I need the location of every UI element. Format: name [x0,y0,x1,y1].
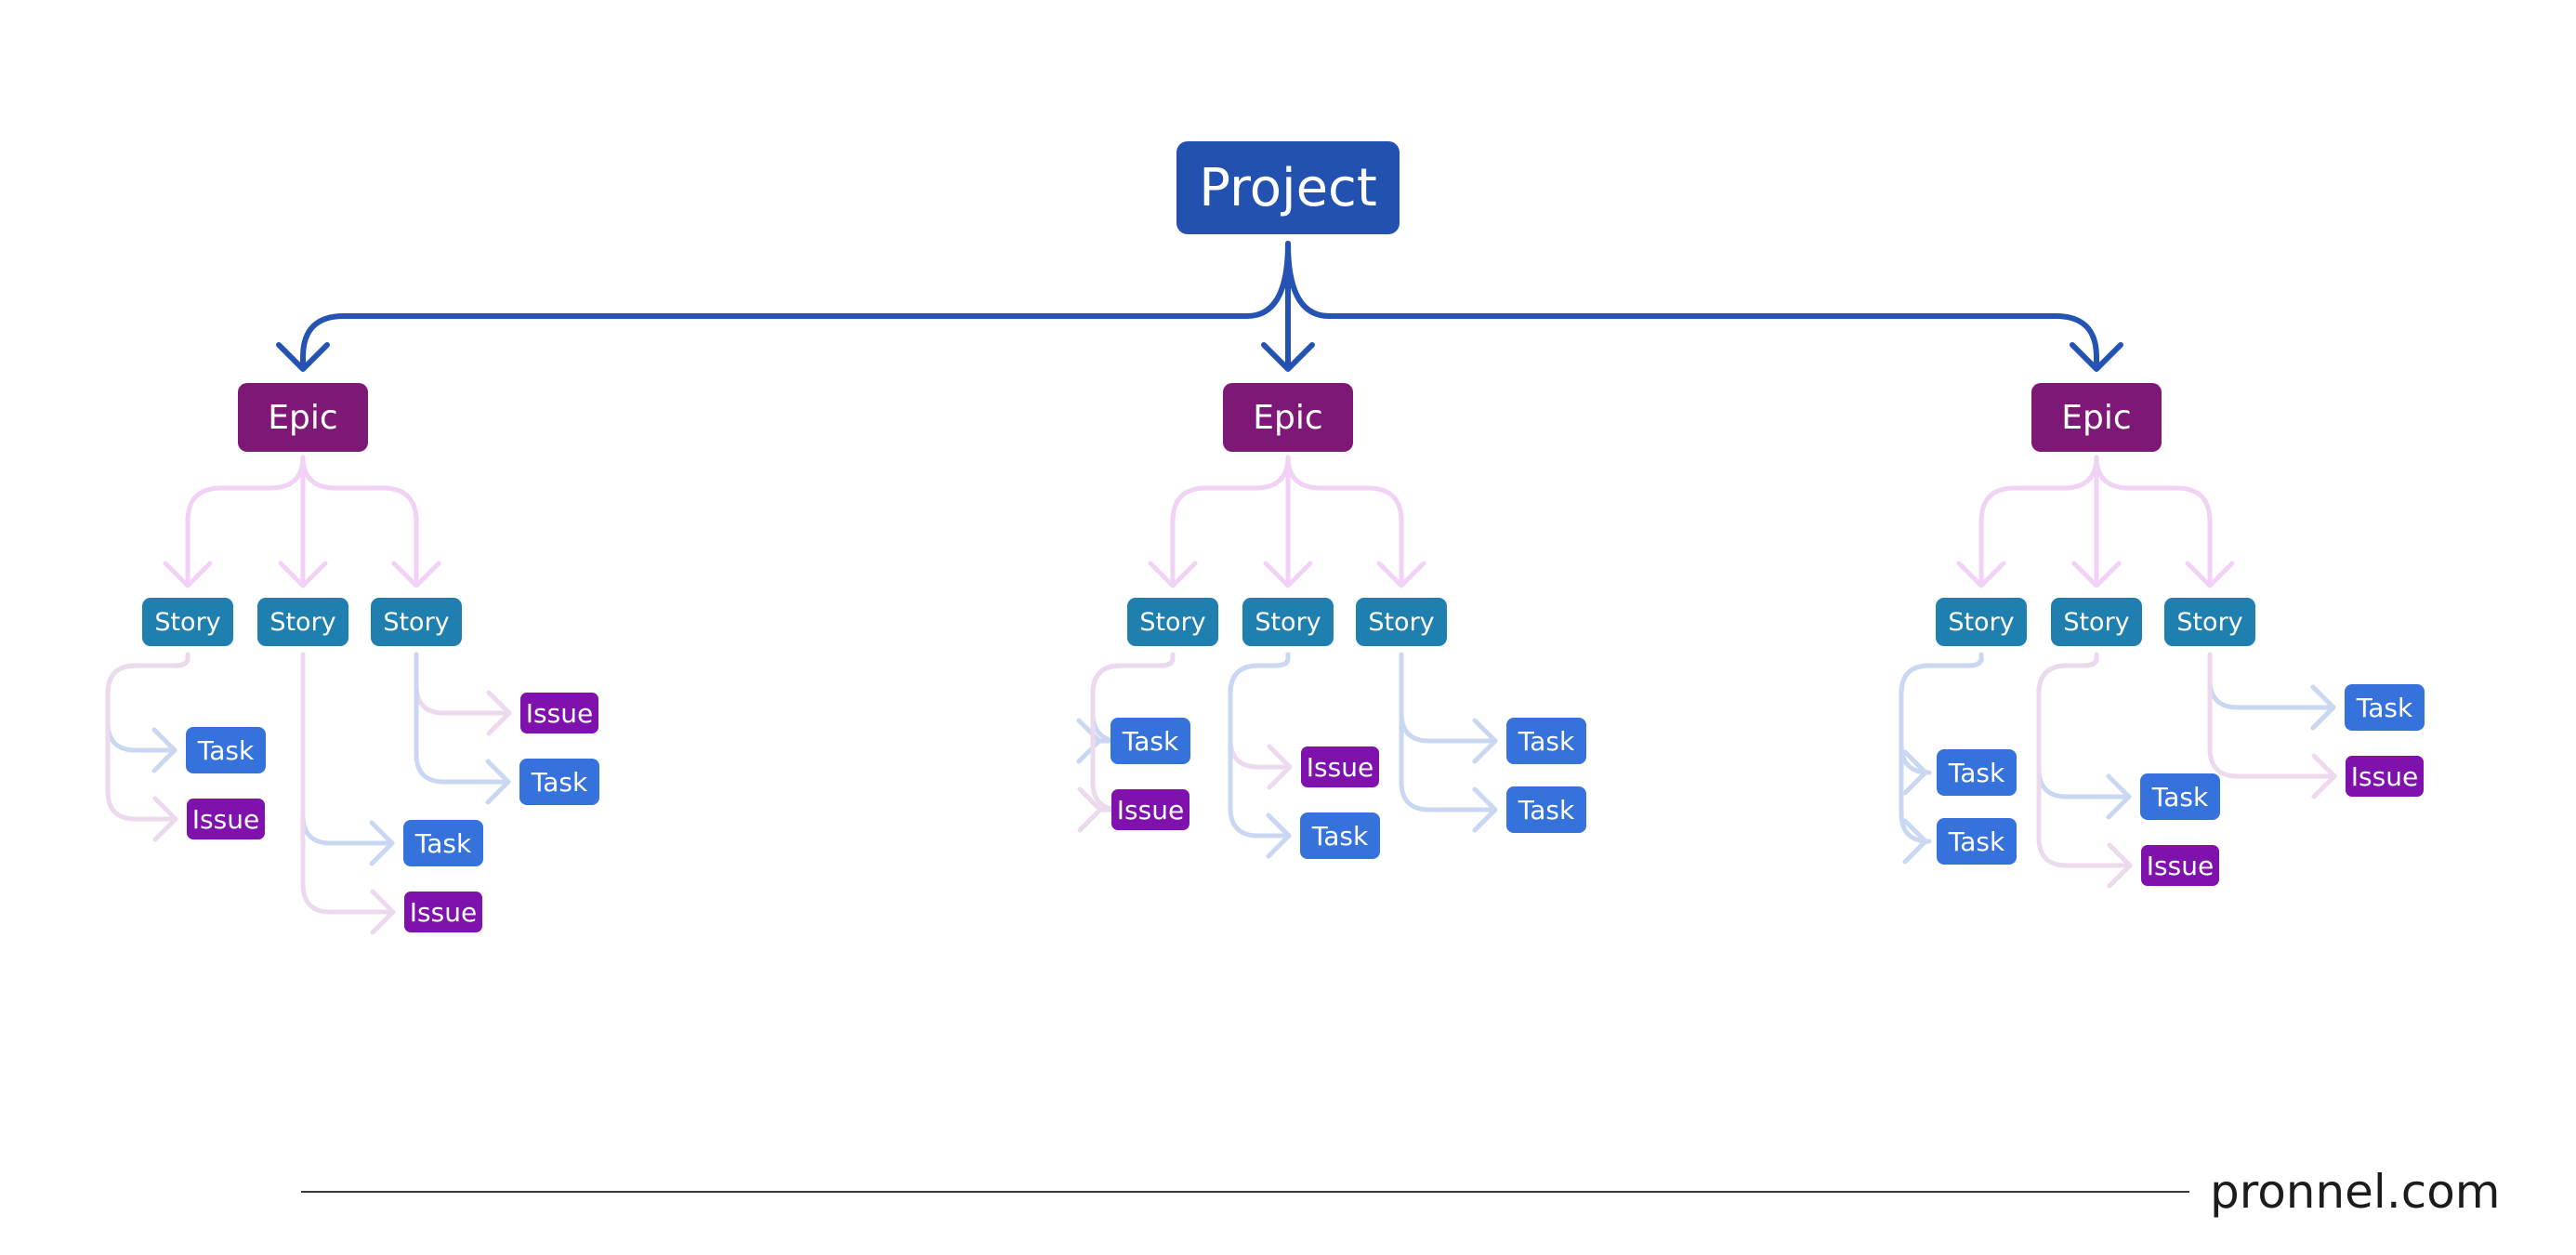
story-task-arrow-2-1-1 [1076,718,1102,764]
story-issue-arrow-1-3-1 [486,690,512,736]
task-node-2-3-1: Task [1506,718,1586,764]
story-issue-link-1-3-1 [414,652,512,716]
epic-node-1: Epic [238,383,368,452]
story-task-arrow-2-3-2 [1472,786,1498,833]
story-task-arrow-2-3-1 [1472,718,1498,764]
story-issue-arrow-3-3-2 [2311,753,2337,799]
task-node-2-3-2: Task [1506,786,1586,833]
story-node-1-1: Story [142,598,233,646]
epic-story-link-2-3 [1285,455,1404,587]
story-task-link-3-1-2 [1899,652,1984,844]
brand-label: pronnel.com [2210,1165,2501,1219]
story-issue-arrow-1-1-2 [152,796,178,842]
story-node-1-3: Story [371,598,462,646]
task-node-3-1-2: Task [1937,818,2017,865]
story-issue-arrow-1-2-2 [370,889,396,935]
story-issue-link-1-2-2 [300,652,396,915]
footer-divider [301,1191,2189,1193]
story-task-arrow-1-3-2 [485,759,511,805]
story-node-3-2: Story [2051,598,2142,646]
story-task-arrow-2-2-2 [1266,812,1292,859]
epic-story-arrow-1-1 [163,561,213,588]
issue-node-2-2-1: Issue [1301,746,1379,787]
epic-story-arrow-3-2 [2071,561,2122,588]
issue-node-3-3-2: Issue [2346,756,2424,797]
story-node-2-1: Story [1127,598,1218,646]
story-task-link-1-2-1 [300,652,395,846]
task-node-1-1-1: Task [186,727,266,773]
epic-story-arrow-2-3 [1376,561,1426,588]
story-node-2-3: Story [1356,598,1447,646]
story-node-3-1: Story [1936,598,2027,646]
epic-story-link-2-1 [1170,455,1291,587]
epic-story-link-3-1 [1978,455,2099,587]
story-task-link-2-3-2 [1399,652,1498,812]
epic-story-arrow-3-3 [2185,561,2235,588]
epic-story-arrow-2-1 [1148,561,1198,588]
issue-node-2-1-2: Issue [1111,789,1189,830]
issue-node-1-2-2: Issue [404,892,482,932]
issue-node-1-3-1: Issue [520,693,598,733]
task-node-1-2-1: Task [403,820,483,866]
story-task-arrow-1-1-1 [151,727,177,773]
epic-story-link-3-3 [2094,455,2213,587]
task-node-1-3-2: Task [519,759,599,805]
issue-node-1-1-2: Issue [187,799,265,839]
story-issue-link-2-1-2 [1090,652,1176,812]
task-node-2-2-2: Task [1300,812,1380,859]
story-issue-link-1-1-2 [105,652,191,822]
story-issue-arrow-2-1-2 [1077,786,1103,833]
story-task-arrow-3-1-2 [1902,818,1928,865]
task-node-3-1-1: Task [1937,749,2017,796]
epic-story-link-1-1 [185,455,306,587]
task-node-2-1-1: Task [1111,718,1190,764]
story-task-link-2-2-2 [1228,652,1292,839]
story-issue-link-3-2-2 [2036,652,2133,868]
project-epic-arrow-3 [2070,342,2123,372]
epic-story-arrow-1-3 [391,561,441,588]
project-epic-link-1 [300,241,1291,367]
story-task-arrow-3-2-1 [2106,773,2132,820]
epic-node-3: Epic [2031,383,2162,452]
story-issue-arrow-2-2-1 [1267,744,1293,790]
issue-node-3-2-2: Issue [2141,845,2219,886]
epic-story-arrow-3-1 [1956,561,2006,588]
project-node: Project [1176,141,1400,234]
epic-story-arrow-2-2 [1263,561,1313,588]
project-epic-link-3 [1285,241,2099,367]
story-task-link-3-2-1 [2036,652,2132,799]
story-task-link-3-3-1 [2207,652,2336,710]
story-issue-link-3-3-2 [2207,652,2337,779]
story-task-arrow-3-3-1 [2310,684,2336,731]
epic-node-2: Epic [1223,383,1353,452]
story-node-1-2: Story [257,598,348,646]
story-task-link-1-3-2 [414,652,511,785]
project-epic-arrow-1 [276,342,330,372]
task-node-3-2-1: Task [2140,773,2220,820]
task-node-3-3-1: Task [2345,684,2425,731]
story-task-arrow-3-1-1 [1902,749,1928,796]
epic-story-link-1-3 [300,455,419,587]
story-node-2-2: Story [1242,598,1334,646]
story-issue-arrow-3-2-2 [2107,842,2133,889]
epic-story-arrow-1-2 [278,561,328,588]
project-epic-arrow-2 [1261,342,1315,372]
story-task-arrow-1-2-1 [369,820,395,866]
story-node-3-3: Story [2164,598,2255,646]
